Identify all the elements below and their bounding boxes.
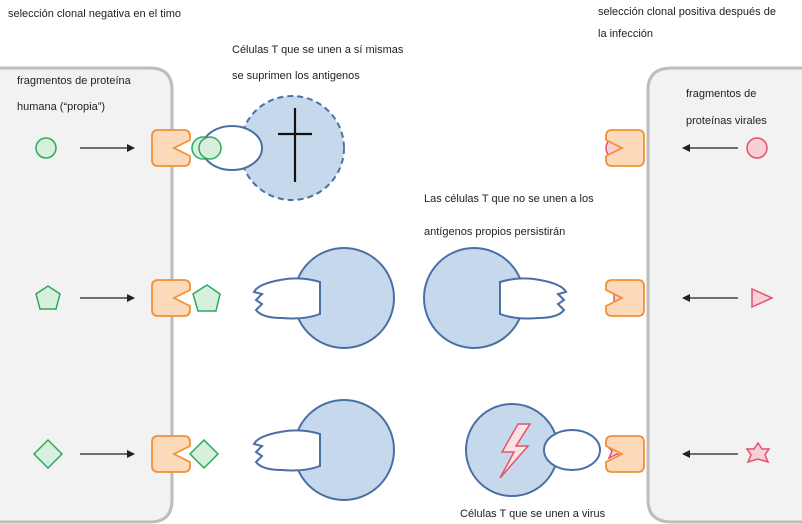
self-binding-label-line1: Células T que se unen a sí mismas bbox=[232, 44, 404, 56]
persist-label-line1: Las células T que no se unen a los bbox=[424, 193, 594, 205]
positive-selection-title-line2: la infección bbox=[598, 28, 654, 40]
human-fragments-label-line2: humana (“propia”) bbox=[17, 101, 106, 113]
self-antigen-pentagon-icon bbox=[35, 285, 61, 310]
bound-self-antigen-icon bbox=[198, 136, 222, 160]
t-cell-receptor bbox=[543, 429, 601, 471]
t-cell-receptor bbox=[252, 429, 321, 472]
viral-fragments-label-line2: proteínas virales bbox=[686, 115, 767, 127]
t-cell-receptor bbox=[252, 277, 321, 320]
self-antigen-diamond-icon bbox=[32, 438, 64, 470]
t-cell-receptor bbox=[499, 277, 568, 320]
viral-fragments-label-line1: fragmentos de bbox=[686, 88, 757, 100]
persist-label-line2: antígenos propios persistirán bbox=[424, 226, 566, 238]
mhc-receptor-icon bbox=[151, 279, 191, 317]
viral-antigen-star-icon bbox=[745, 441, 771, 464]
mhc-receptor-icon bbox=[605, 129, 645, 167]
viral-antigen-triangle-icon bbox=[751, 287, 774, 309]
mhc-receptor-icon bbox=[605, 279, 645, 317]
self-antigen-circle-icon bbox=[35, 137, 57, 159]
negative-selection-title: selección clonal negativa en el timo bbox=[8, 8, 182, 20]
cross-icon bbox=[278, 108, 312, 182]
right-presenting-cell bbox=[646, 66, 802, 524]
mhc-receptor-icon bbox=[151, 129, 191, 167]
viral-antigen-circle-icon bbox=[746, 137, 768, 159]
mhc-receptor-icon bbox=[605, 435, 645, 473]
mhc-receptor-icon bbox=[151, 435, 191, 473]
self-binding-label-line2: se suprimen los antigenos bbox=[232, 70, 360, 82]
positive-selection-title-line1: selección clonal positiva después de bbox=[598, 6, 776, 18]
human-fragments-label-line1: fragmentos de proteína bbox=[17, 75, 131, 87]
bound-self-antigen-icon bbox=[192, 284, 221, 312]
lightning-icon bbox=[499, 423, 532, 479]
bound-self-antigen-icon bbox=[188, 438, 220, 470]
virus-binding-label: Células T que se unen a virus bbox=[460, 508, 606, 520]
